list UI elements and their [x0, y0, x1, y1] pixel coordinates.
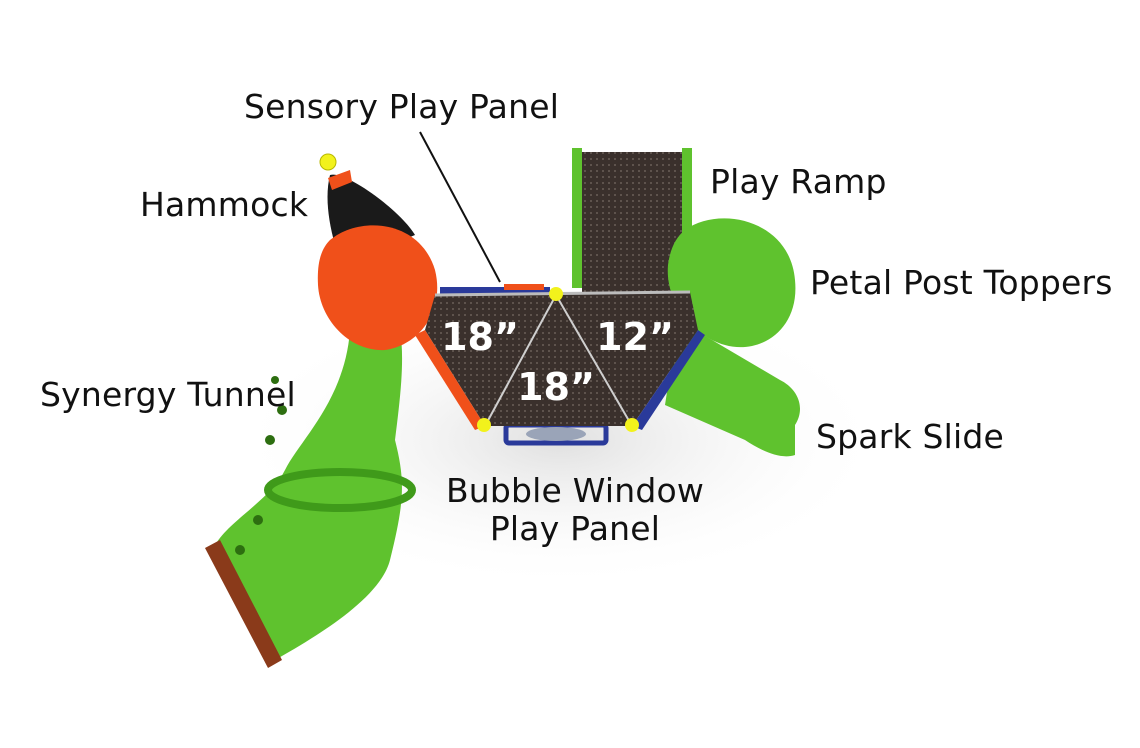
sensory-play-panel [440, 287, 550, 295]
label-play-ramp: Play Ramp [710, 162, 887, 201]
tunnel-ring [264, 468, 416, 512]
label-bubble-window-line2: Play Panel [489, 509, 661, 548]
post-cap [549, 287, 563, 301]
spark-slide [665, 330, 800, 457]
play-ramp [572, 148, 692, 292]
deck-platform [415, 290, 705, 430]
label-bubble-window-play-panel: Bubble Window Play Panel [430, 472, 720, 548]
post-cap [625, 418, 639, 432]
label-sensory-play-panel: Sensory Play Panel [244, 87, 560, 126]
orange-petal-topper [317, 225, 438, 351]
sensory-panel-leader-line [419, 131, 501, 283]
label-hammock: Hammock [140, 185, 309, 224]
green-petal-topper [667, 218, 796, 348]
deck-height-left: 18” [441, 315, 519, 359]
post-cap [477, 418, 491, 432]
tunnel-end-cap [205, 540, 282, 668]
label-spark-slide: Spark Slide [816, 417, 1005, 456]
deck-height-bottom: 18” [517, 365, 595, 409]
label-synergy-tunnel: Synergy Tunnel [40, 375, 296, 414]
label-bubble-window-line1: Bubble Window [445, 471, 705, 510]
deck-height-right: 12” [596, 315, 674, 359]
label-petal-post-toppers: Petal Post Toppers [810, 263, 1113, 302]
synergy-tunnel [205, 330, 416, 668]
